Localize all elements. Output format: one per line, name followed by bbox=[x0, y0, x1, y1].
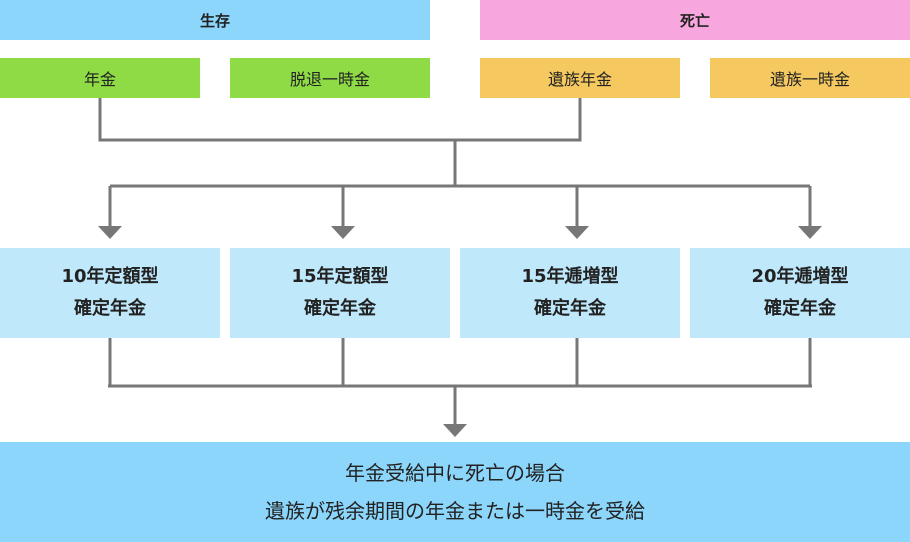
plan-box-3: 15年逓増型 確定年金 bbox=[460, 248, 680, 338]
survival-header: 生存 bbox=[0, 0, 430, 40]
plan-box-2: 15年定額型 確定年金 bbox=[230, 248, 450, 338]
category-annuity-label: 年金 bbox=[83, 70, 116, 89]
connector-annuity bbox=[98, 98, 455, 142]
category-retirement-lump-sum: 脱退一時金 bbox=[230, 58, 430, 98]
plan-box-1: 10年定額型 確定年金 bbox=[0, 248, 220, 338]
plan-box-2-line2: 確定年金 bbox=[304, 298, 376, 319]
category-survivor-annuity: 遺族年金 bbox=[480, 58, 680, 98]
arrow-down-icon bbox=[331, 226, 355, 239]
category-retirement-lump-sum-label: 脱退一時金 bbox=[289, 70, 370, 89]
category-survivor-annuity-label: 遺族年金 bbox=[547, 70, 612, 89]
plan-box-1-line1: 10年定額型 bbox=[61, 266, 159, 287]
result-line-2: 遺族が残余期間の年金または一時金を受給 bbox=[265, 499, 645, 523]
death-header: 死亡 bbox=[480, 0, 910, 40]
result-line-1: 年金受給中に死亡の場合 bbox=[345, 461, 565, 485]
arrow-down-icon bbox=[798, 226, 822, 239]
category-survivor-lump-sum-label: 遺族一時金 bbox=[769, 70, 850, 89]
category-annuity: 年金 bbox=[0, 58, 200, 98]
plan-box-4-line2: 確定年金 bbox=[764, 298, 836, 319]
arrow-down-icon bbox=[443, 424, 467, 437]
category-survivor-lump-sum: 遺族一時金 bbox=[710, 58, 910, 98]
plan-box-3-line2: 確定年金 bbox=[534, 298, 606, 319]
plan-box-3-line1: 15年逓増型 bbox=[521, 266, 619, 287]
plan-box-1-line2: 確定年金 bbox=[74, 298, 146, 319]
plan-box-2-line1: 15年定額型 bbox=[291, 266, 389, 287]
connector-survivor-annuity bbox=[455, 98, 582, 142]
arrow-down-icon bbox=[98, 226, 122, 239]
survival-header-label: 生存 bbox=[199, 11, 230, 30]
result-box: 年金受給中に死亡の場合 遺族が残余期間の年金または一時金を受給 bbox=[0, 442, 910, 542]
arrow-down-icon bbox=[565, 226, 589, 239]
death-header-label: 死亡 bbox=[679, 11, 710, 30]
plan-box-4: 20年逓増型 確定年金 bbox=[690, 248, 910, 338]
plan-box-4-line1: 20年逓増型 bbox=[751, 266, 849, 287]
